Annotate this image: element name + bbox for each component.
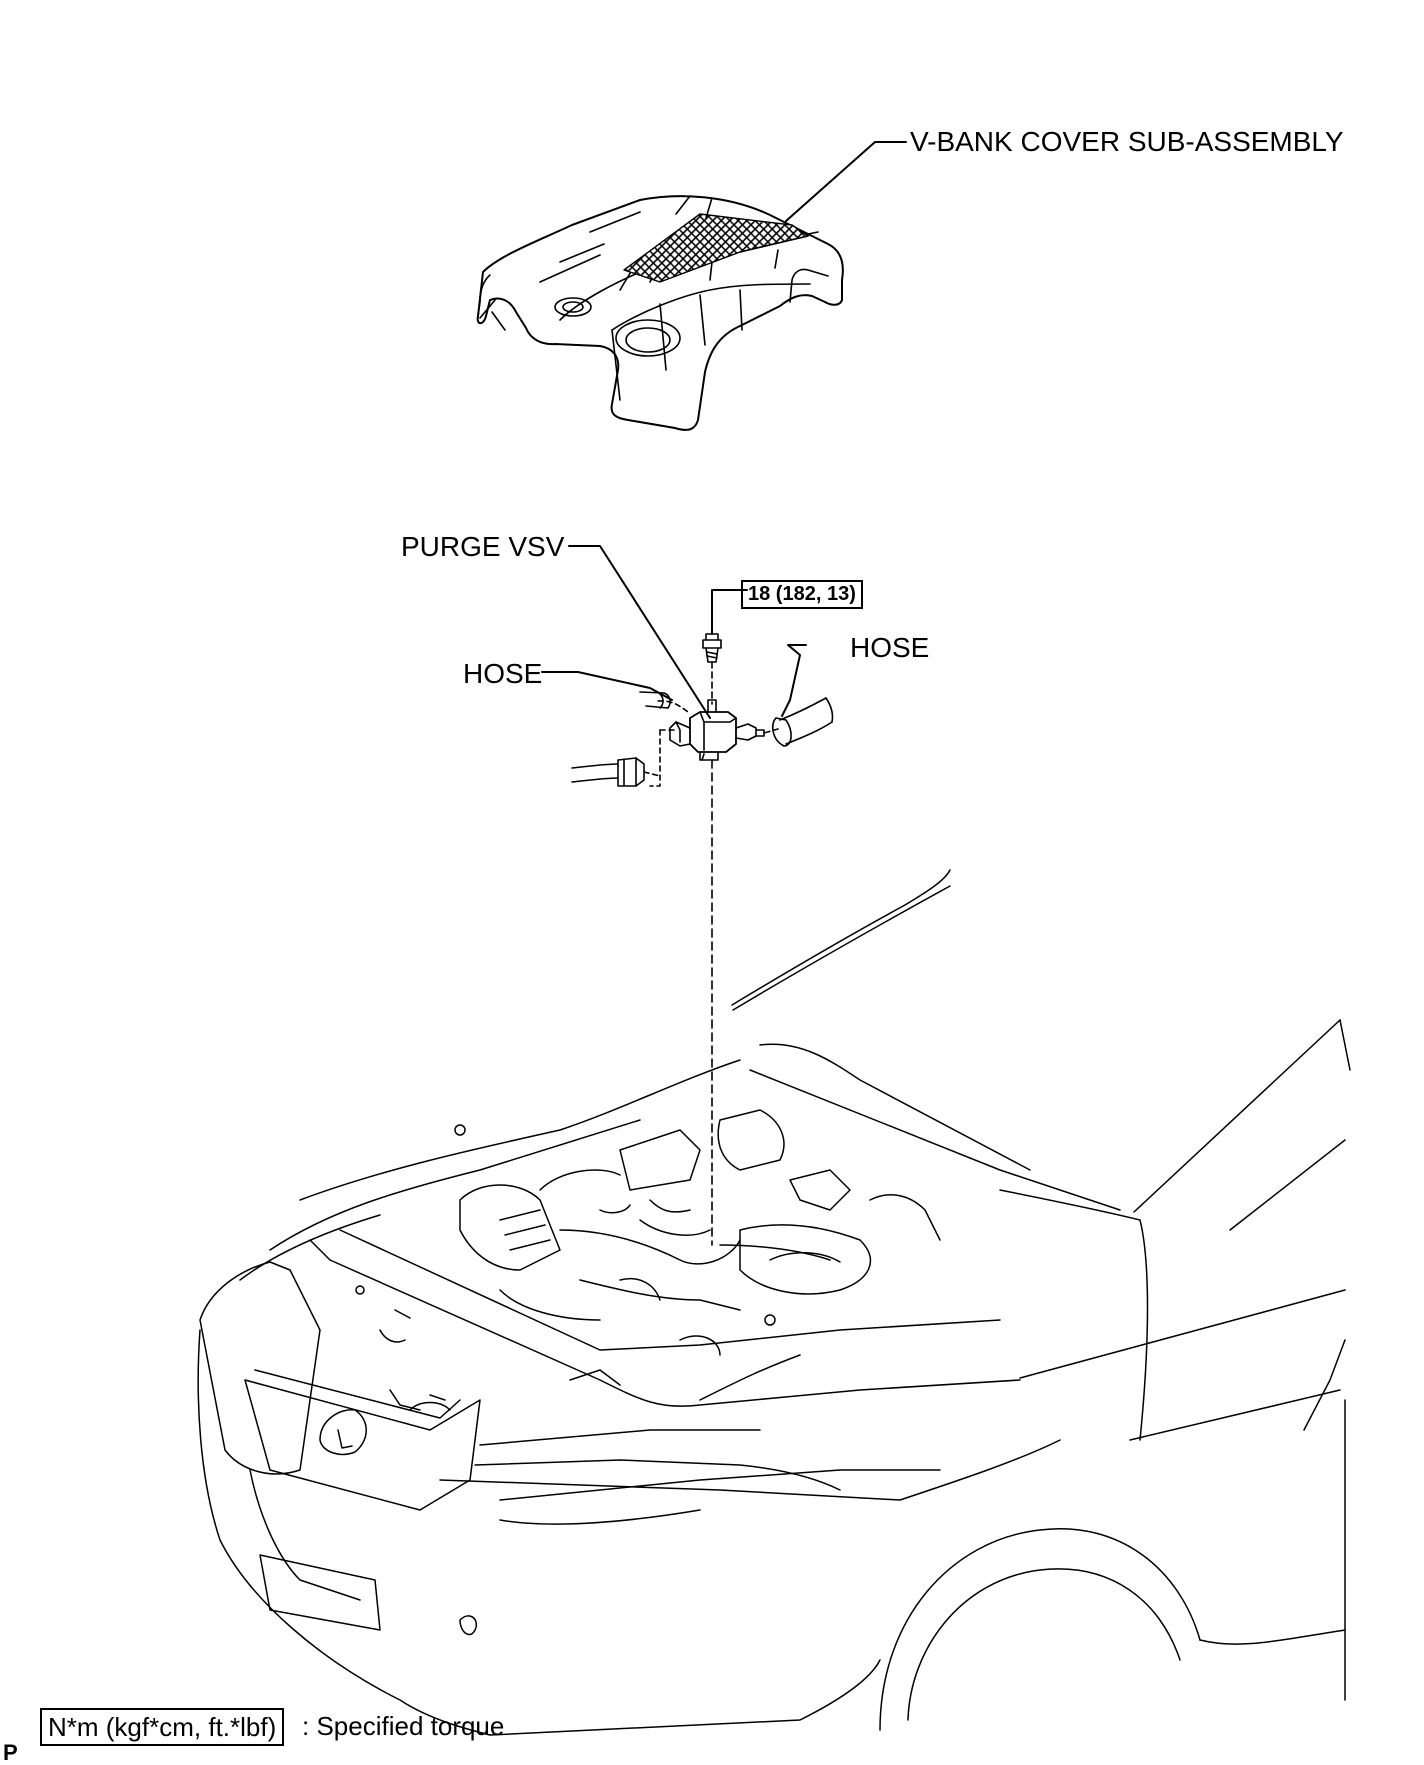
vehicle-front-drawing	[197, 869, 1351, 1736]
hose-left-label: HOSE	[463, 658, 543, 689]
torque-legend-description: : Specified torque	[302, 1711, 505, 1741]
vbank-cover-label: V-BANK COVER SUB-ASSEMBLY	[910, 126, 1344, 157]
purge-vsv-label: PURGE VSV	[401, 531, 565, 562]
vbank-cover-leader	[785, 141, 907, 222]
vbank-cover-drawing	[476, 195, 844, 431]
torque-unit-legend-box: N*m (kgf*cm, ft.*lbf)	[40, 1708, 285, 1746]
purge-vsv-leaders	[541, 545, 807, 719]
torque-value-box: 18 (182, 13)	[741, 580, 863, 609]
hose-right-label: HOSE	[850, 632, 930, 663]
purge-vsv-drawing	[571, 633, 834, 1246]
corner-code: P	[3, 1740, 18, 1765]
